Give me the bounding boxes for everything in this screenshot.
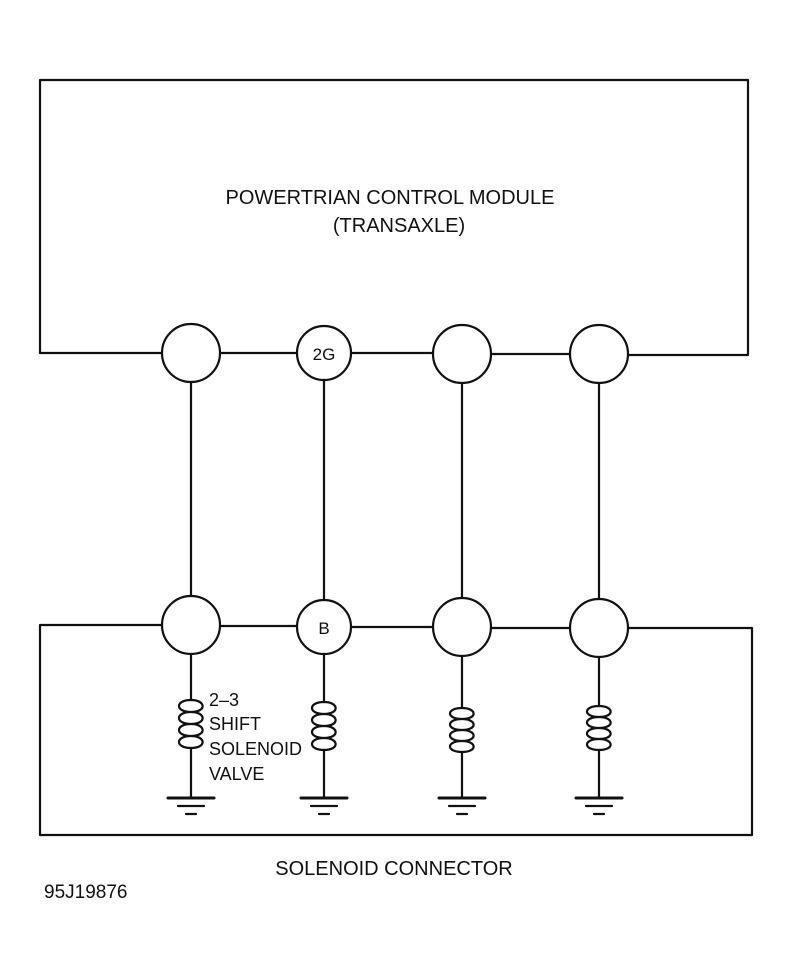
solenoid-coil-3	[448, 654, 475, 800]
pcm-pin-2g	[295, 324, 353, 382]
solenoid-coil-1	[177, 652, 204, 800]
solenoid-label-line-4: VALVE	[209, 764, 264, 784]
solenoid-connector-box	[38, 623, 754, 837]
connector-pin-4	[568, 597, 630, 659]
figure-id: 95J19876	[44, 882, 127, 903]
connector-pin-3	[431, 596, 493, 658]
solenoid-label-line-2: SHIFT	[209, 714, 261, 734]
pcm-pin-1	[160, 322, 222, 384]
pcm-box	[38, 78, 750, 357]
solenoid-label-line-3: SOLENOID	[209, 739, 302, 759]
connector-caption: SOLENOID CONNECTOR	[275, 858, 512, 880]
ground-symbol-3	[437, 796, 487, 816]
pcm-pin-4	[568, 323, 630, 385]
connector-pin-b-label: B	[318, 619, 329, 638]
wires	[189, 378, 601, 602]
ground-symbol-1	[166, 796, 216, 816]
pcm-pin-2g-label: 2G	[313, 345, 336, 364]
pcm-subtitle: (TRANSAXLE)	[333, 215, 465, 237]
solenoid-coil-2	[310, 652, 337, 800]
connector-pin-1	[160, 594, 222, 656]
solenoid-label: 2–3 SHIFT SOLENOID VALVE	[209, 690, 302, 784]
ground-symbol-2	[299, 796, 349, 816]
pcm-title: POWERTRIAN CONTROL MODULE	[226, 187, 555, 209]
solenoid-coil-4	[585, 655, 612, 800]
solenoid-label-line-1: 2–3	[209, 690, 239, 710]
ground-symbol-4	[574, 796, 624, 816]
pcm-pin-3	[431, 323, 493, 385]
